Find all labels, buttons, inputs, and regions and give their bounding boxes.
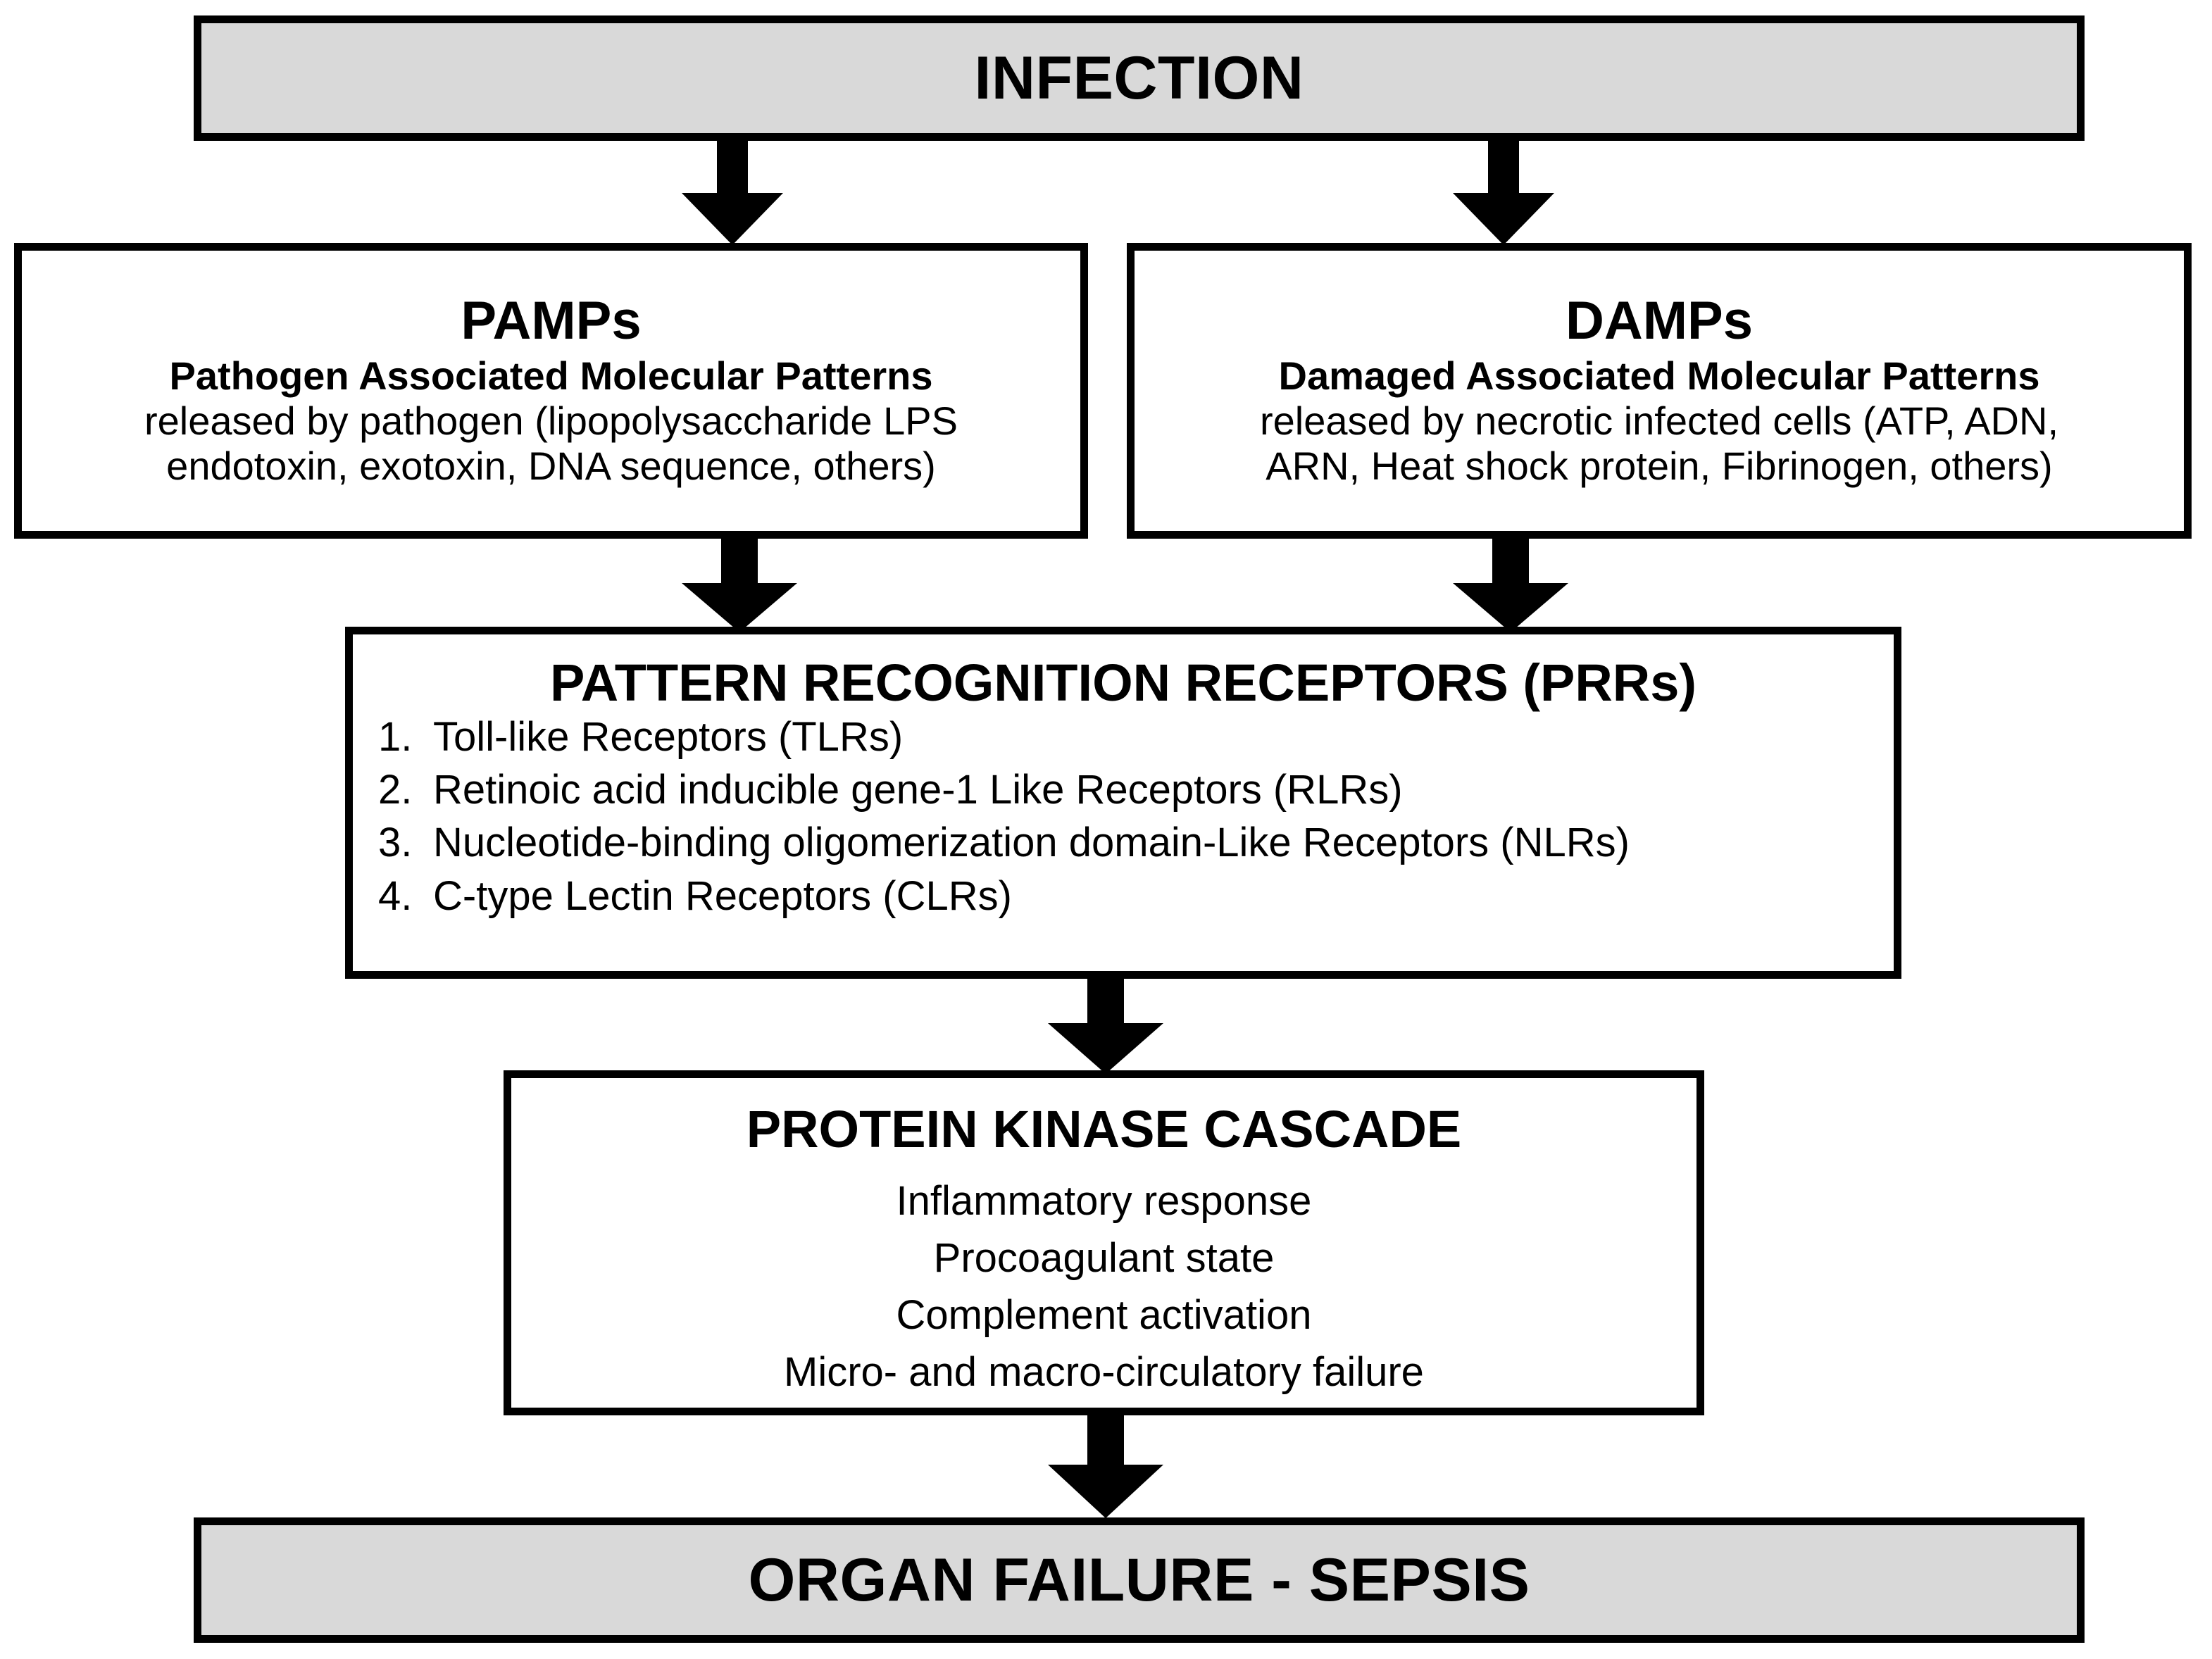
protein-kinase-cascade-effect: Micro- and macro-circulatory failure (784, 1349, 1424, 1396)
prr-item-label: Nucleotide-binding oligomerization domai… (433, 820, 1630, 866)
prr-list-item: 4. C-type Lectin Receptors (CLRs) (378, 870, 1894, 922)
node-pamps-body-line-1: released by pathogen (lipopolysaccharide… (144, 398, 958, 443)
prr-item-label: C-type Lectin Receptors (CLRs) (433, 872, 1012, 919)
protein-kinase-cascade-effect: Procoagulant state (933, 1234, 1275, 1281)
arrow-infection-to-damps (1447, 141, 1560, 245)
prr-list-item: 2. Retinoic acid inducible gene-1 Like R… (378, 763, 1894, 816)
node-damps-body-line-2: ARN, Heat shock protein, Fibrinogen, oth… (1266, 443, 2053, 488)
node-prrs-title: PATTERN RECOGNITION RECEPTORS (PRRs) (549, 653, 1697, 712)
node-protein-kinase-cascade[interactable]: PROTEIN KINASE CASCADE Inflammatory resp… (504, 1070, 1704, 1415)
protein-kinase-cascade-effect: Inflammatory response (896, 1177, 1312, 1224)
protein-kinase-cascade-effects: Inflammatory response Procoagulant state… (511, 1172, 1697, 1401)
protein-kinase-cascade-effect: Complement activation (896, 1292, 1312, 1339)
arrow-protein-kinase-cascade-to-outcome (1042, 1413, 1169, 1518)
node-pamps-subtitle: Pathogen Associated Molecular Patterns (169, 353, 933, 399)
node-pamps-body-line-2: endotoxin, exotoxin, DNA sequence, other… (166, 443, 936, 488)
node-outcome-label: ORGAN FAILURE - SEPSIS (748, 1546, 1530, 1614)
node-infection[interactable]: INFECTION (194, 15, 2085, 141)
node-protein-kinase-cascade-title: PROTEIN KINASE CASCADE (746, 1100, 1462, 1158)
node-damps-subtitle: Damaged Associated Molecular Patterns (1278, 353, 2040, 399)
node-pamps-title: PAMPs (461, 291, 642, 351)
prr-item-label: Retinoic acid inducible gene-1 Like Rece… (433, 767, 1403, 813)
arrow-pamps-to-prrs (676, 537, 803, 632)
node-damps[interactable]: DAMPs Damaged Associated Molecular Patte… (1127, 243, 2192, 539)
prr-list: 1. Toll-like Receptors (TLRs) 2. Retinoi… (353, 710, 1894, 923)
arrow-prrs-to-protein-kinase-cascade (1042, 975, 1169, 1074)
node-prrs[interactable]: PATTERN RECOGNITION RECEPTORS (PRRs) 1. … (345, 627, 1901, 979)
prr-list-item: 1. Toll-like Receptors (TLRs) (378, 710, 1894, 763)
node-damps-body-line-1: released by necrotic infected cells (ATP… (1260, 398, 2058, 443)
node-damps-title: DAMPs (1565, 291, 1754, 351)
node-pamps[interactable]: PAMPs Pathogen Associated Molecular Patt… (14, 243, 1088, 539)
node-infection-label: INFECTION (974, 44, 1304, 112)
prr-item-number: 3. (378, 820, 413, 866)
prr-list-item: 3. Nucleotide-binding oligomerization do… (378, 816, 1894, 869)
prr-item-label: Toll-like Receptors (TLRs) (433, 713, 904, 760)
prr-item-number: 2. (378, 767, 413, 813)
arrow-infection-to-pamps (676, 141, 789, 245)
arrow-damps-to-prrs (1447, 537, 1574, 632)
prr-item-number: 4. (378, 872, 413, 919)
node-outcome[interactable]: ORGAN FAILURE - SEPSIS (194, 1517, 2085, 1643)
prr-item-number: 1. (378, 713, 413, 760)
